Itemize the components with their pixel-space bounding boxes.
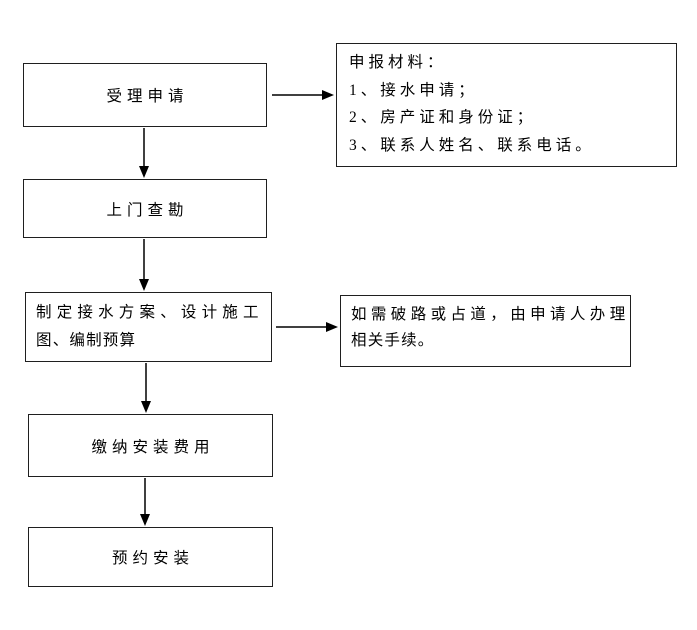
step-make-plan: 制定接水方案、设计施工 图、编制预算 [25, 292, 272, 362]
note-road-permission-line-1: 如需破路或占道，由申请人办理 [351, 306, 630, 323]
step-schedule-installation-label: 预约安装 [111, 550, 194, 567]
note-road-permission-line-2: 相关手续。 [351, 332, 435, 349]
note-application-materials-line-3: 2、房产证和身份证； [349, 109, 537, 126]
arrow-step4-to-step5 [140, 478, 150, 526]
step-make-plan-line-1: 制定接水方案、设计施工 [36, 304, 264, 321]
note-road-permission: 如需破路或占道，由申请人办理 相关手续。 [340, 295, 631, 367]
arrow-step1-to-step2 [139, 128, 149, 178]
arrow-step1-to-note1 [272, 90, 334, 100]
step-pay-installation-fee-label: 缴纳安装费用 [91, 438, 215, 456]
note-application-materials-line-4: 3、联系人姓名、联系电话。 [349, 136, 595, 154]
note-application-materials-line-2: 1、接水申请； [349, 81, 478, 99]
step-schedule-installation: 预约安装 [28, 527, 273, 587]
step-site-survey-label: 上门查勘 [106, 201, 189, 219]
note-application-materials: 申报材料： 1、接水申请； 2、房产证和身份证； 3、联系人姓名、联系电话。 [336, 43, 677, 167]
arrow-step3-to-step4 [141, 363, 151, 413]
arrow-step2-to-step3 [139, 239, 149, 291]
step-pay-installation-fee: 缴纳安装费用 [28, 414, 273, 477]
step-accept-application-label: 受理申请 [106, 88, 189, 105]
arrow-step3-to-note2 [276, 322, 338, 332]
step-site-survey: 上门查勘 [23, 179, 267, 238]
note-application-materials-line-1: 申报材料： [349, 54, 447, 71]
step-make-plan-line-2: 图、编制预算 [36, 332, 137, 349]
step-accept-application: 受理申请 [23, 63, 267, 127]
